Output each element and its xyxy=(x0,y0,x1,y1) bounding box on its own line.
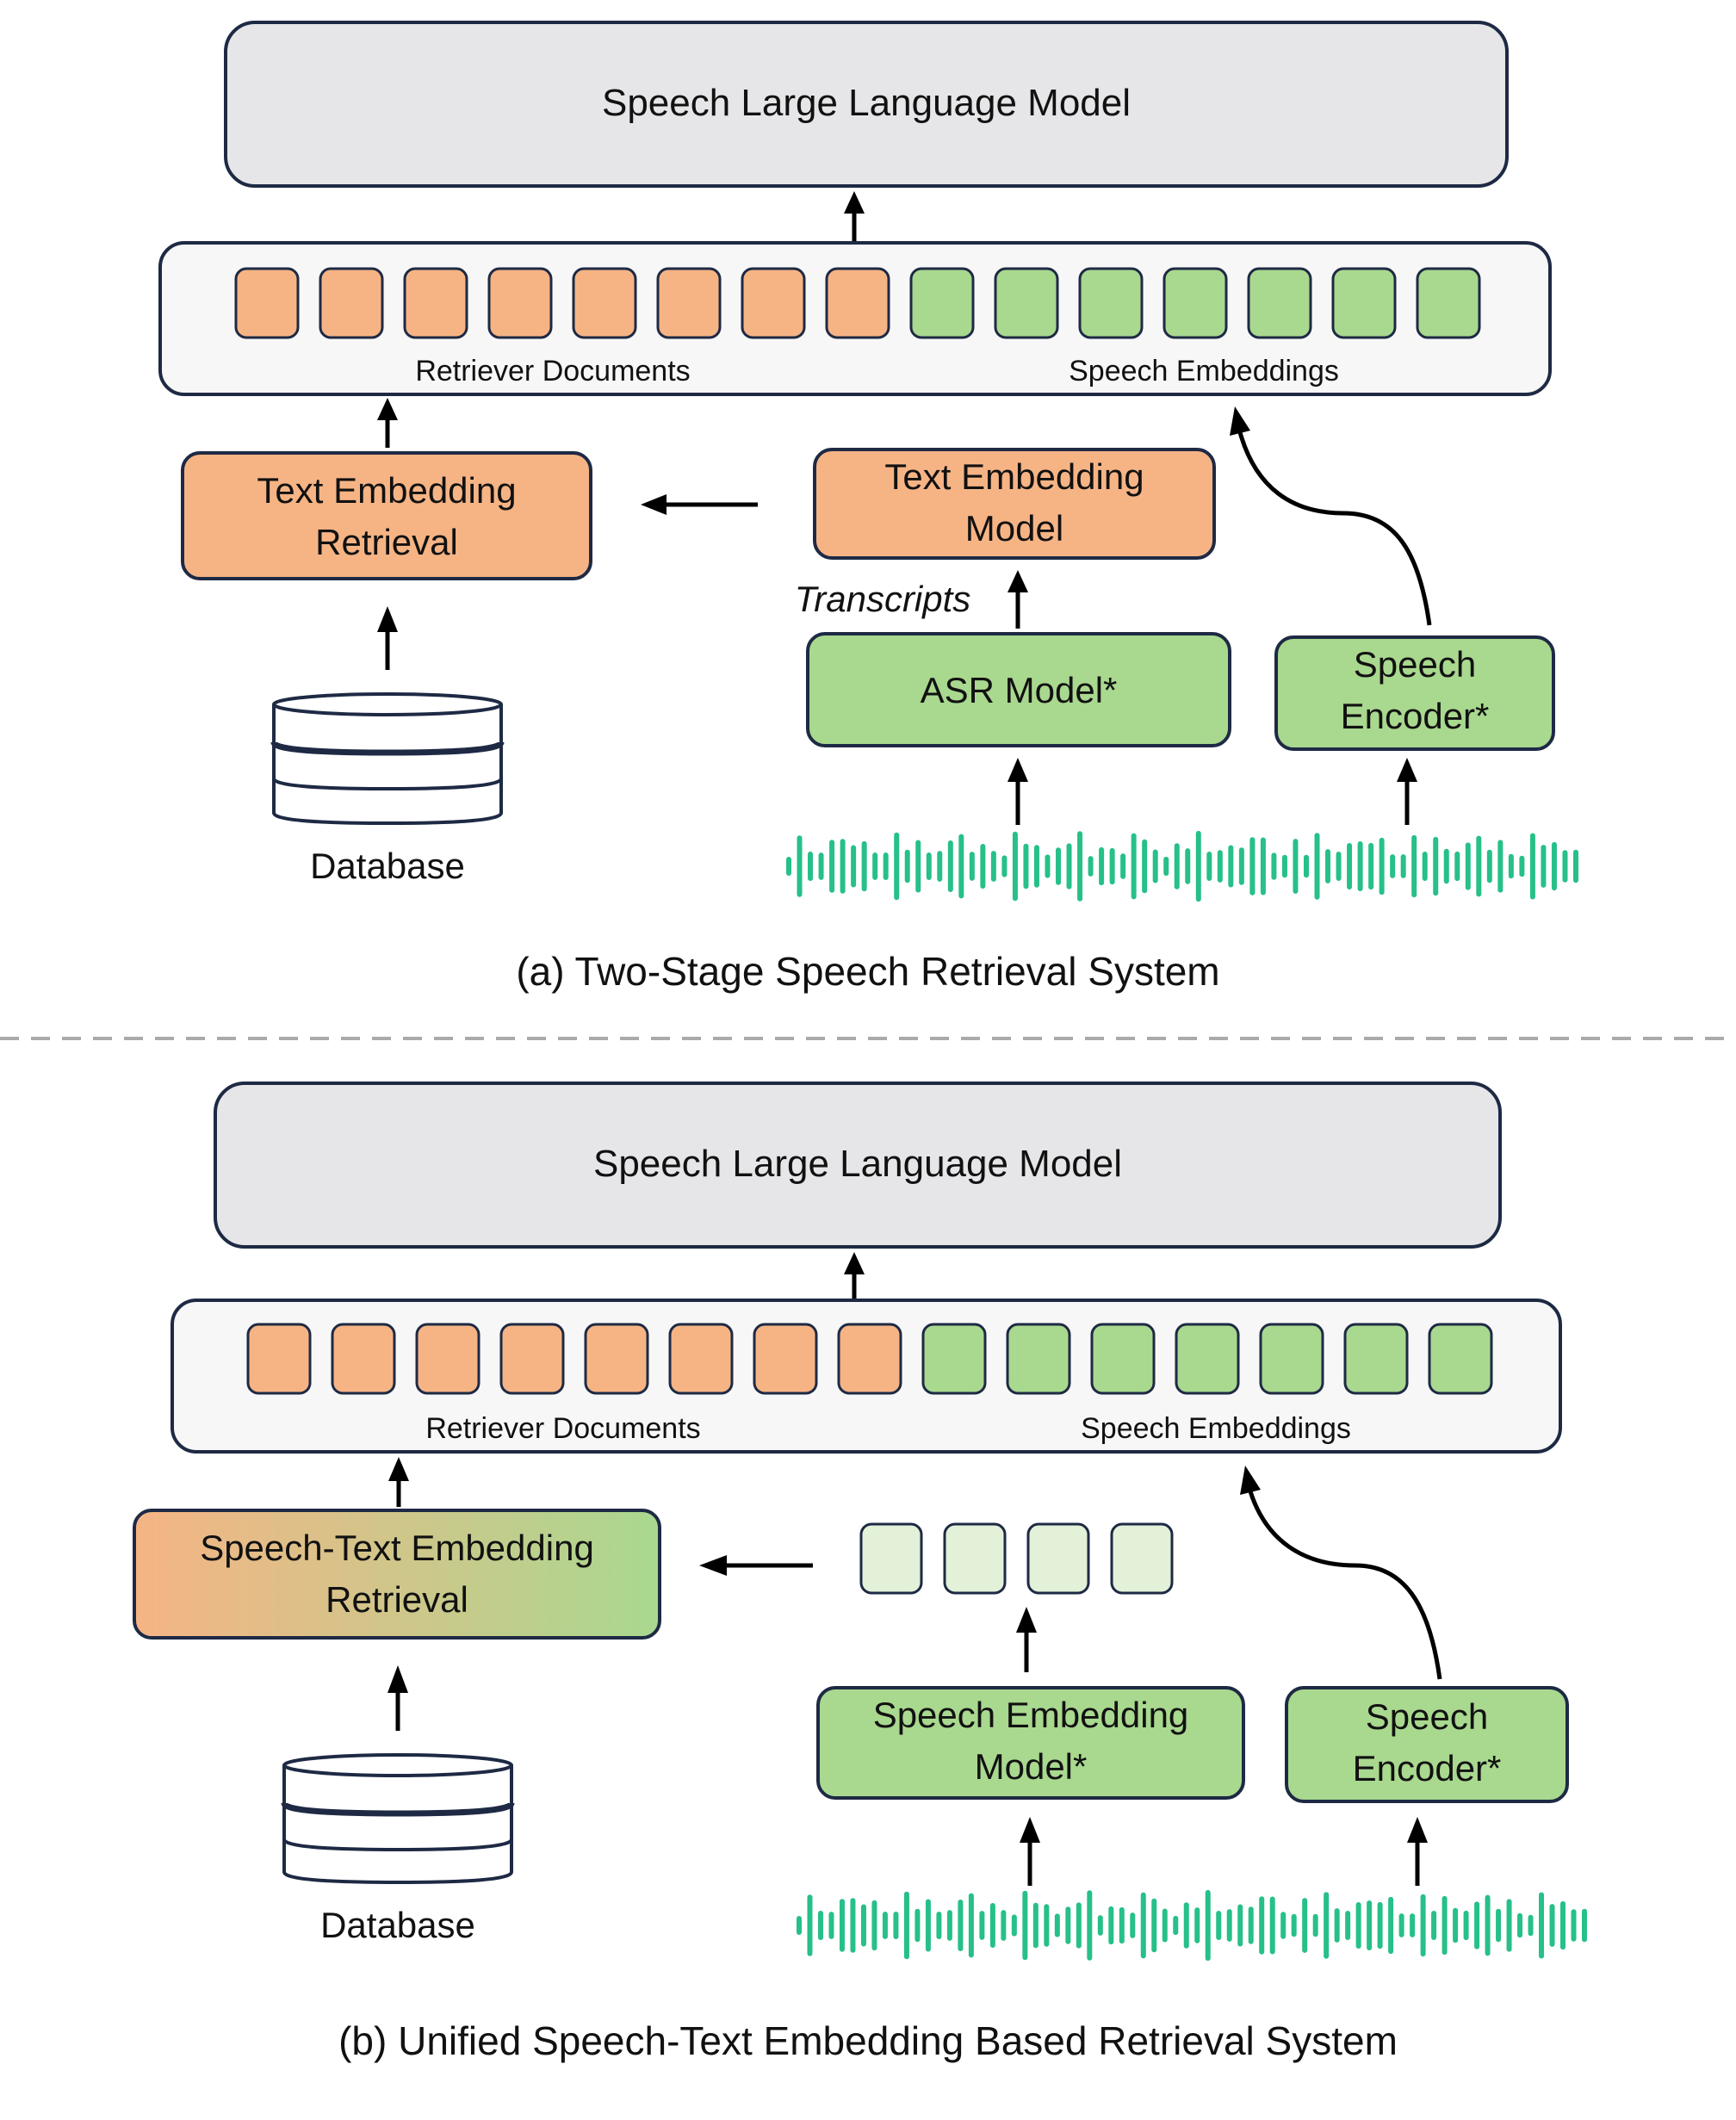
speech-embedding-token xyxy=(1259,1323,1324,1395)
speech-embedding-token xyxy=(1416,267,1481,339)
arrow-icon xyxy=(388,1665,408,1731)
speech-embeddings-label-a: Speech Embeddings xyxy=(1069,355,1339,387)
retrieval-label-b-line2: Retrieval xyxy=(326,1579,468,1620)
retrieval-label-b-line1: Speech-Text Embedding xyxy=(200,1528,594,1568)
retrieval-label-a-line1: Text Embedding xyxy=(257,470,516,511)
retrieved-doc-token xyxy=(499,1323,565,1395)
retrieval-label-a-line2: Retrieval xyxy=(315,522,458,562)
retrieved-doc-token xyxy=(825,267,890,339)
speech-embedding-token xyxy=(909,267,975,339)
database-label-b: Database xyxy=(320,1905,475,1945)
waveform-icon xyxy=(797,1889,1587,1962)
speech-embedding-token xyxy=(1090,1323,1156,1395)
speech-embedding-token xyxy=(1175,1323,1240,1395)
retrieved-doc-token xyxy=(741,267,806,339)
retriever-docs-label-a: Retriever Documents xyxy=(415,355,690,387)
asr-model-box xyxy=(806,632,1231,747)
database-icon xyxy=(281,1753,515,1885)
embedding-model-box-b xyxy=(816,1686,1245,1800)
query-embedding-token xyxy=(1110,1522,1174,1595)
arrow-icon xyxy=(641,494,758,515)
speech-embedding-token xyxy=(1428,1323,1493,1395)
retrieved-doc-token xyxy=(331,1323,396,1395)
retrieval-box-b xyxy=(133,1509,661,1640)
embedding-model-box-a xyxy=(813,448,1216,560)
query-embedding-token xyxy=(859,1522,923,1595)
query-embedding-token xyxy=(943,1522,1007,1595)
retrieved-doc-token xyxy=(487,267,553,339)
caption-b: (b) Unified Speech-Text Embedding Based … xyxy=(338,2018,1398,2063)
token-row-b xyxy=(246,1323,1493,1395)
llm-label-a: Speech Large Language Model xyxy=(602,82,1131,124)
embedding-model-label-a-line1: Text Embedding xyxy=(884,456,1144,497)
retrieved-doc-token xyxy=(246,1323,312,1395)
arrow-icon xyxy=(388,1457,409,1507)
retrieved-doc-token xyxy=(319,267,384,339)
retrieved-doc-token xyxy=(403,267,468,339)
llm-box-b xyxy=(214,1082,1502,1249)
retrieved-doc-token xyxy=(753,1323,818,1395)
retrieved-doc-token xyxy=(668,1323,734,1395)
speech-embedding-token xyxy=(921,1323,987,1395)
speech-encoder-label-b-line2: Encoder* xyxy=(1353,1748,1502,1788)
waveform-icon xyxy=(786,830,1578,902)
arrow-icon xyxy=(1008,758,1028,825)
query-embedding-token xyxy=(1026,1522,1090,1595)
llm-box-a xyxy=(224,21,1509,188)
panel-a: Speech Large Language Model Retriever Do… xyxy=(158,21,1578,994)
arrow-icon xyxy=(844,191,865,241)
retrieved-doc-token xyxy=(656,267,722,339)
retrieved-doc-token xyxy=(415,1323,480,1395)
speech-embedding-token xyxy=(1331,267,1397,339)
arrow-icon xyxy=(1016,1607,1037,1672)
speech-embedding-token xyxy=(1247,267,1312,339)
embedding-model-label-b-line2: Model* xyxy=(975,1746,1088,1787)
database-label-a: Database xyxy=(310,846,465,886)
retrieved-doc-token xyxy=(584,1323,649,1395)
arrow-icon xyxy=(1020,1817,1040,1886)
retrieved-doc-token xyxy=(234,267,300,339)
panel-b: Speech Large Language Model Retriever Do… xyxy=(133,1082,1587,2063)
speech-embedding-token xyxy=(994,267,1059,339)
retriever-docs-label-b: Retriever Documents xyxy=(425,1412,700,1445)
embedding-model-label-b-line1: Speech Embedding xyxy=(873,1695,1189,1735)
token-row-a xyxy=(234,267,1481,339)
transcripts-label: Transcripts xyxy=(795,579,971,619)
speech-encoder-box-b xyxy=(1285,1686,1569,1803)
speech-encoder-label-a-line2: Encoder* xyxy=(1341,696,1490,736)
speech-embedding-token xyxy=(1006,1323,1071,1395)
speech-encoder-label-a-line1: Speech xyxy=(1354,644,1476,685)
embedding-model-label-a-line2: Model xyxy=(965,508,1063,549)
asr-model-label: ASR Model* xyxy=(921,670,1118,710)
retrieved-doc-token xyxy=(572,267,637,339)
retrieval-box-a xyxy=(181,451,592,580)
arrow-icon xyxy=(377,606,398,670)
arrow-icon xyxy=(1230,406,1432,626)
arrow-icon xyxy=(1240,1466,1442,1680)
arrow-icon xyxy=(699,1555,813,1576)
speech-embedding-token xyxy=(1343,1323,1409,1395)
speech-embedding-token xyxy=(1162,267,1228,339)
retrieved-doc-token xyxy=(837,1323,902,1395)
arrow-icon xyxy=(844,1252,865,1300)
database-icon xyxy=(270,692,505,826)
speech-encoder-box-a xyxy=(1274,635,1555,751)
speech-embedding-token xyxy=(1078,267,1144,339)
llm-label-b: Speech Large Language Model xyxy=(593,1143,1122,1185)
arrow-icon xyxy=(377,398,398,448)
arrow-icon xyxy=(1397,758,1417,825)
caption-a: (a) Two-Stage Speech Retrieval System xyxy=(516,949,1219,994)
arrow-icon xyxy=(1008,570,1028,629)
speech-embeddings-label-b: Speech Embeddings xyxy=(1081,1412,1351,1445)
speech-encoder-label-b-line1: Speech xyxy=(1366,1696,1488,1737)
arrow-icon xyxy=(1407,1817,1428,1886)
query-embedding-tokens xyxy=(859,1522,1174,1595)
